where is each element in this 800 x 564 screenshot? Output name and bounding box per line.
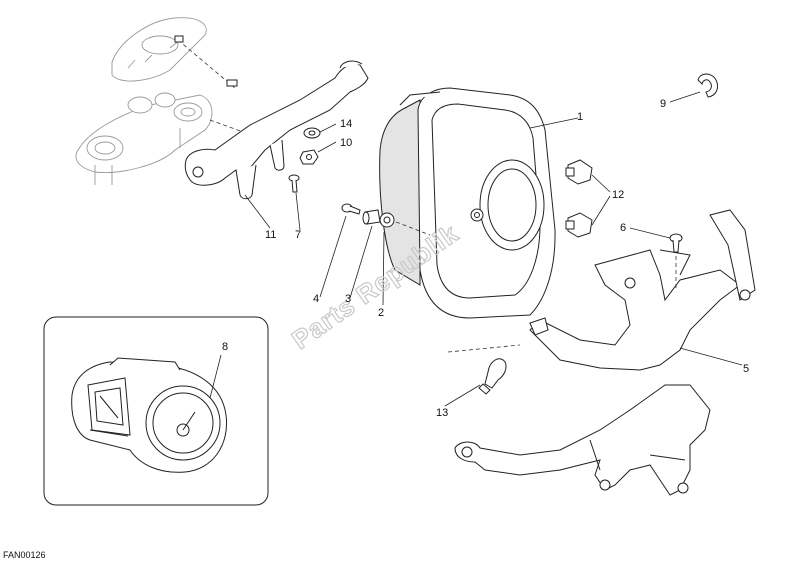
washer-14 (303, 127, 321, 139)
nut-10 (299, 149, 319, 165)
figure-code: FAN00126 (3, 550, 46, 560)
screw-4 (341, 203, 361, 215)
bracket-bolt (174, 35, 238, 87)
screw-7 (288, 174, 300, 193)
callout-1: 1 (577, 111, 583, 123)
callout-14: 14 (340, 118, 352, 130)
fork-top-clamp (75, 92, 213, 185)
clip-9 (697, 73, 719, 98)
headlight-subframe (529, 209, 756, 371)
callout-2: 2 (378, 307, 384, 319)
instrument-support-bracket (184, 60, 369, 200)
callout-4: 4 (313, 293, 319, 305)
dashboard-inset (43, 316, 269, 506)
lower-fairing-bracket (454, 384, 711, 496)
callout-labels: 1 2 3 4 5 6 7 8 9 10 11 12 13 14 (222, 98, 749, 419)
callout-13: 13 (436, 407, 448, 419)
screw-6 (669, 233, 683, 253)
parking-bulb-13 (478, 358, 507, 395)
headlight-body (379, 87, 556, 319)
spacer-3 (362, 209, 381, 225)
instrument-cluster (71, 357, 228, 473)
callout-7: 7 (295, 229, 301, 241)
leader-lines (209, 91, 743, 407)
callout-12: 12 (612, 189, 624, 201)
callout-9: 9 (660, 98, 666, 110)
bulb-12b (565, 212, 593, 238)
bulb-12a (565, 159, 593, 185)
callout-11: 11 (265, 229, 276, 241)
grommet-2 (379, 212, 395, 228)
upper-dash-cover (111, 17, 207, 82)
callout-3: 3 (345, 293, 351, 305)
callout-10: 10 (340, 137, 352, 149)
callout-5: 5 (743, 363, 749, 375)
callout-6: 6 (620, 222, 626, 234)
callout-8: 8 (222, 341, 228, 353)
